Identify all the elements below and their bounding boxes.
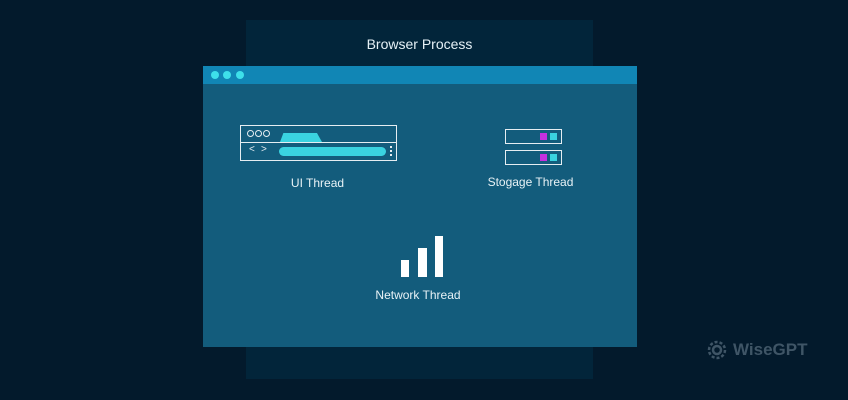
wisegpt-watermark: WiseGPT bbox=[705, 338, 807, 362]
window-dot-icon bbox=[211, 71, 219, 79]
circle-icon bbox=[263, 130, 270, 137]
kebab-menu-icon bbox=[390, 146, 392, 148]
indicator-cyan bbox=[550, 154, 557, 161]
window-dot-icon bbox=[236, 71, 244, 79]
signal-bar bbox=[401, 260, 409, 277]
back-arrow-icon: < bbox=[249, 144, 255, 155]
divider bbox=[241, 142, 396, 143]
ui-thread-label: UI Thread bbox=[290, 176, 345, 190]
window-titlebar bbox=[203, 66, 637, 84]
forward-arrow-icon: > bbox=[261, 144, 267, 155]
browser-window: < > UI Thread Stogage Thread Network Thr… bbox=[203, 66, 637, 347]
wisegpt-logo-icon bbox=[707, 340, 727, 360]
network-thread-label: Network Thread bbox=[375, 288, 461, 302]
address-bar-shape bbox=[279, 147, 386, 156]
signal-bar bbox=[435, 236, 443, 277]
ui-thread-icon: < > bbox=[240, 125, 397, 161]
circle-icon bbox=[255, 130, 262, 137]
indicator-magenta bbox=[540, 133, 547, 140]
circle-icon bbox=[247, 130, 254, 137]
storage-thread-label: Stogage Thread bbox=[487, 175, 574, 189]
watermark-text: WiseGPT bbox=[733, 340, 808, 359]
window-dot-icon bbox=[223, 71, 231, 79]
storage-server-icon bbox=[505, 129, 562, 144]
storage-server-icon bbox=[505, 150, 562, 165]
panel-title: Browser Process bbox=[366, 36, 473, 52]
signal-bar bbox=[418, 248, 427, 277]
browser-tab-shape bbox=[280, 133, 322, 142]
indicator-cyan bbox=[550, 133, 557, 140]
indicator-magenta bbox=[540, 154, 547, 161]
